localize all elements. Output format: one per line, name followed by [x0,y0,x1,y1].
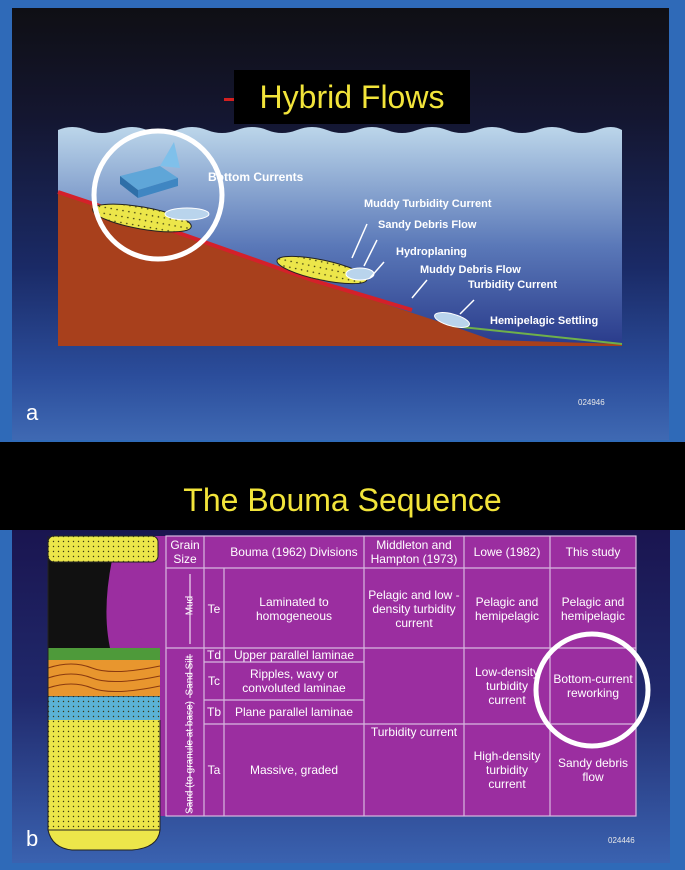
code-tc: Tc [208,674,220,688]
highlight-circle-bottom-current [533,631,651,749]
bouma-title-banner: The Bouma Sequence [0,442,685,530]
label-muddy-debris: Muddy Debris Flow [420,264,521,276]
header-middleton: Middleton and Hampton (1973) [370,538,458,566]
highlight-circle-bottom-currents [91,128,225,262]
hybrid-flows-diagram [57,127,623,346]
code-tb: Tb [206,705,221,719]
lowe-upper: Pelagic and hemipelagic [474,595,540,623]
header-grain-size: Grain Size [170,538,200,566]
panel-b-code: 024446 [608,836,635,845]
division-te: Laminated to homogeneous [255,595,333,623]
code-te: Te [207,602,221,616]
header-lowe: Lowe (1982) [473,545,541,559]
lowe-lower: High-density turbidity current [473,749,541,791]
table-grid [165,535,637,817]
code-ta: Ta [207,763,221,777]
grain-mud: Mud [184,595,196,616]
middleton-lower: Turbidity current [370,725,458,739]
panel-a-code: 024946 [578,398,605,407]
study-lower: Sandy debris flow [557,756,629,784]
label-turbidity: Turbidity Current [468,279,558,291]
bottom-current-block-icon [120,166,178,190]
layer-te-mud [48,560,114,648]
middleton-upper: Pelagic and low - density turbidity curr… [368,588,460,630]
panel-b-bouma-sequence: Grain Size Bouma (1962) Divisions Middle… [12,530,670,863]
label-muddy-turbidity: Muddy Turbidity Current [364,198,492,210]
label-hemipelagic: Hemipelagic Settling [490,315,599,327]
division-tb: Plane parallel laminae [234,705,354,719]
label-hydroplaning: Hydroplaning [396,246,467,258]
label-bottom-currents: Bottom Currents [208,170,304,184]
header-bouma: Bouma (1962) Divisions [230,545,358,559]
division-td: Upper parallel laminae [233,648,355,662]
layer-tc-orange [48,660,160,696]
bouma-column-diagram [47,535,651,851]
label-sandy-debris: Sandy Debris Flow [378,219,477,231]
division-ta: Massive, graded [249,763,339,777]
study-middle: Bottom-current reworking [553,672,633,700]
continental-slope [58,192,622,346]
panel-a-letter: a [26,400,39,425]
lowe-middle: Low-density turbidity current [474,665,540,707]
header-study: This study [565,545,621,559]
grain-sand: Sand (to granule at base) [184,701,196,814]
study-upper: Pelagic and hemipelagic [560,595,626,623]
panel-b-letter: b [26,826,39,851]
table-background [104,536,636,816]
code-td: Td [206,648,221,662]
panel-b-title: The Bouma Sequence [183,482,502,518]
panel-a-hybrid-flows: Hybrid Flows Bottom Currents Muddy Turbi… [12,8,669,440]
panel-a-title: Hybrid Flows [234,70,470,124]
title-accent-dash [224,98,234,101]
division-tc: Ripples, wavy or convoluted laminae [242,667,346,695]
layer-td-green [48,648,160,660]
